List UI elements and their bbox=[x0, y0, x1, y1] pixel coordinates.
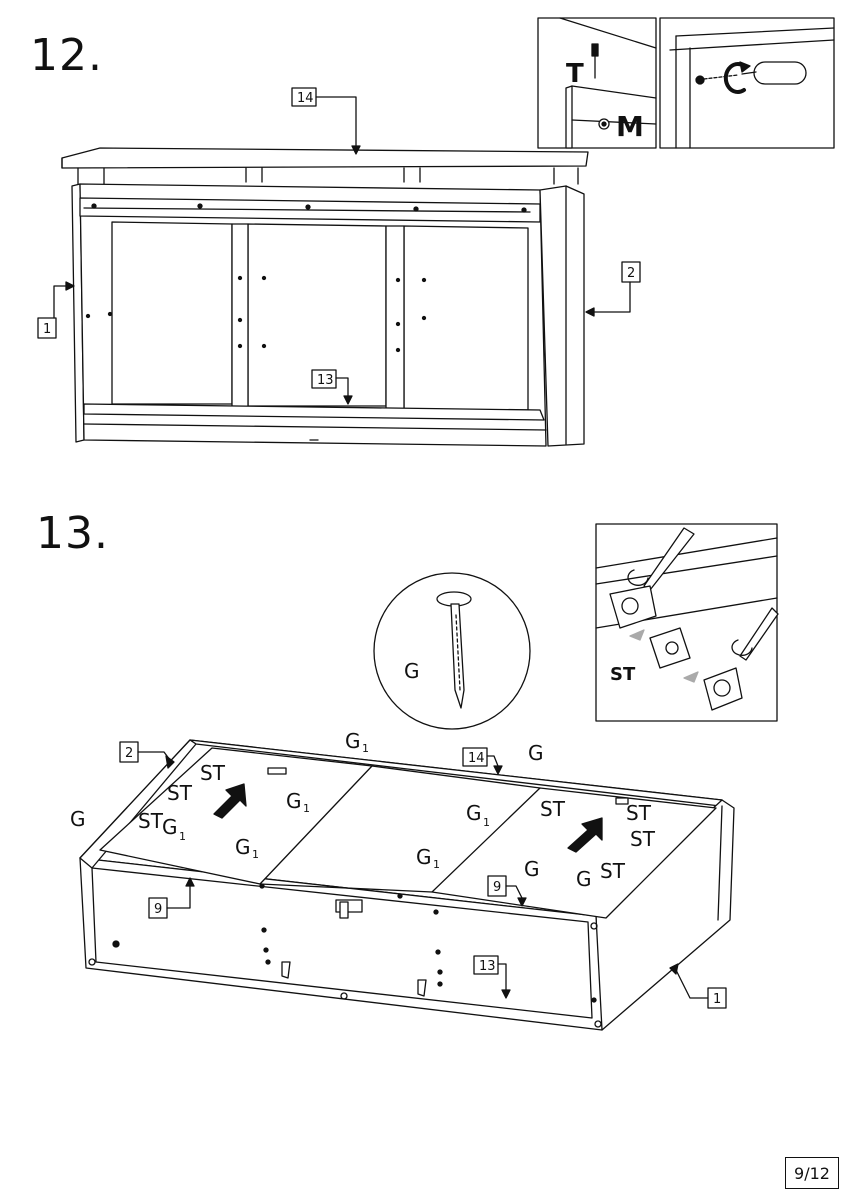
fastener-sub: 1 bbox=[362, 742, 369, 755]
fastener-st-d: ST bbox=[540, 797, 566, 821]
arrow-up-icon bbox=[568, 818, 602, 852]
label-2-step13: 2 bbox=[125, 746, 133, 761]
fastener-st-c: ST bbox=[138, 809, 164, 833]
fastener-sub: 1 bbox=[252, 848, 259, 861]
step-12-inset-1: 1 T M bbox=[538, 18, 656, 148]
arrow-up-icon bbox=[214, 784, 246, 818]
label-14-step13: 14 bbox=[468, 751, 485, 766]
label-14: 14 bbox=[297, 91, 314, 106]
step-12-number: 12. bbox=[30, 30, 103, 81]
cam-callout-label: ST bbox=[610, 664, 636, 685]
label-1-step13: 1 bbox=[713, 992, 721, 1007]
nail-callout: G bbox=[374, 573, 530, 729]
fastener-g-top: G bbox=[345, 729, 361, 753]
fastener-g-c: G bbox=[235, 835, 251, 859]
fastener-g-g: G bbox=[576, 867, 592, 891]
step-12-cabinet bbox=[62, 148, 588, 446]
step-13-part-labels: 2 9 14 9 13 1 bbox=[120, 742, 726, 1008]
fastener-st-f: ST bbox=[630, 827, 656, 851]
fastener-st-b: ST bbox=[167, 781, 193, 805]
rotate-icon bbox=[726, 62, 750, 92]
inset-letter-t: T bbox=[566, 59, 584, 89]
step-13-number: 13. bbox=[36, 508, 109, 559]
fastener-sub: 1 bbox=[179, 830, 186, 843]
cam-lock-icon bbox=[610, 586, 742, 710]
label-9-left: 9 bbox=[154, 902, 162, 917]
fastener-g-e: G bbox=[416, 845, 432, 869]
label-13: 13 bbox=[317, 373, 334, 388]
fastener-g-far-left: G bbox=[70, 807, 86, 831]
fastener-g-top-right: G bbox=[528, 741, 544, 765]
nail-callout-label: G bbox=[404, 659, 420, 683]
fastener-g-b: G bbox=[286, 789, 302, 813]
fastener-st-e: ST bbox=[626, 801, 652, 825]
step-12-inset-2: 2 bbox=[660, 18, 834, 148]
label-1: 1 bbox=[43, 322, 51, 337]
label-9-right: 9 bbox=[493, 880, 501, 895]
screwdriver-icon bbox=[740, 608, 778, 660]
label-13-step13: 13 bbox=[479, 959, 496, 974]
inset-letter-m: M bbox=[616, 110, 644, 143]
step-13-fastener-labels: G 1 G G ST ST ST G 1 G 1 G 1 G 1 G 1 G G… bbox=[70, 729, 656, 891]
nail-icon bbox=[436, 591, 472, 708]
cam-lock-callout: ST bbox=[596, 524, 778, 721]
page-number: 9/12 bbox=[785, 1157, 839, 1189]
fastener-g-f: G bbox=[524, 857, 540, 881]
fastener-g-d: G bbox=[466, 801, 482, 825]
fastener-st-a: ST bbox=[200, 761, 226, 785]
fastener-st-g: ST bbox=[600, 859, 626, 883]
fastener-g-a: G bbox=[162, 815, 178, 839]
label-2: 2 bbox=[627, 266, 635, 281]
step-13-cabinet bbox=[80, 740, 734, 1030]
dowel-group bbox=[78, 168, 578, 184]
step-12-part-labels: 14 1 2 13 bbox=[38, 88, 640, 404]
fastener-sub: 1 bbox=[483, 816, 490, 829]
fastener-sub: 1 bbox=[433, 858, 440, 871]
fastener-sub: 1 bbox=[303, 802, 310, 815]
